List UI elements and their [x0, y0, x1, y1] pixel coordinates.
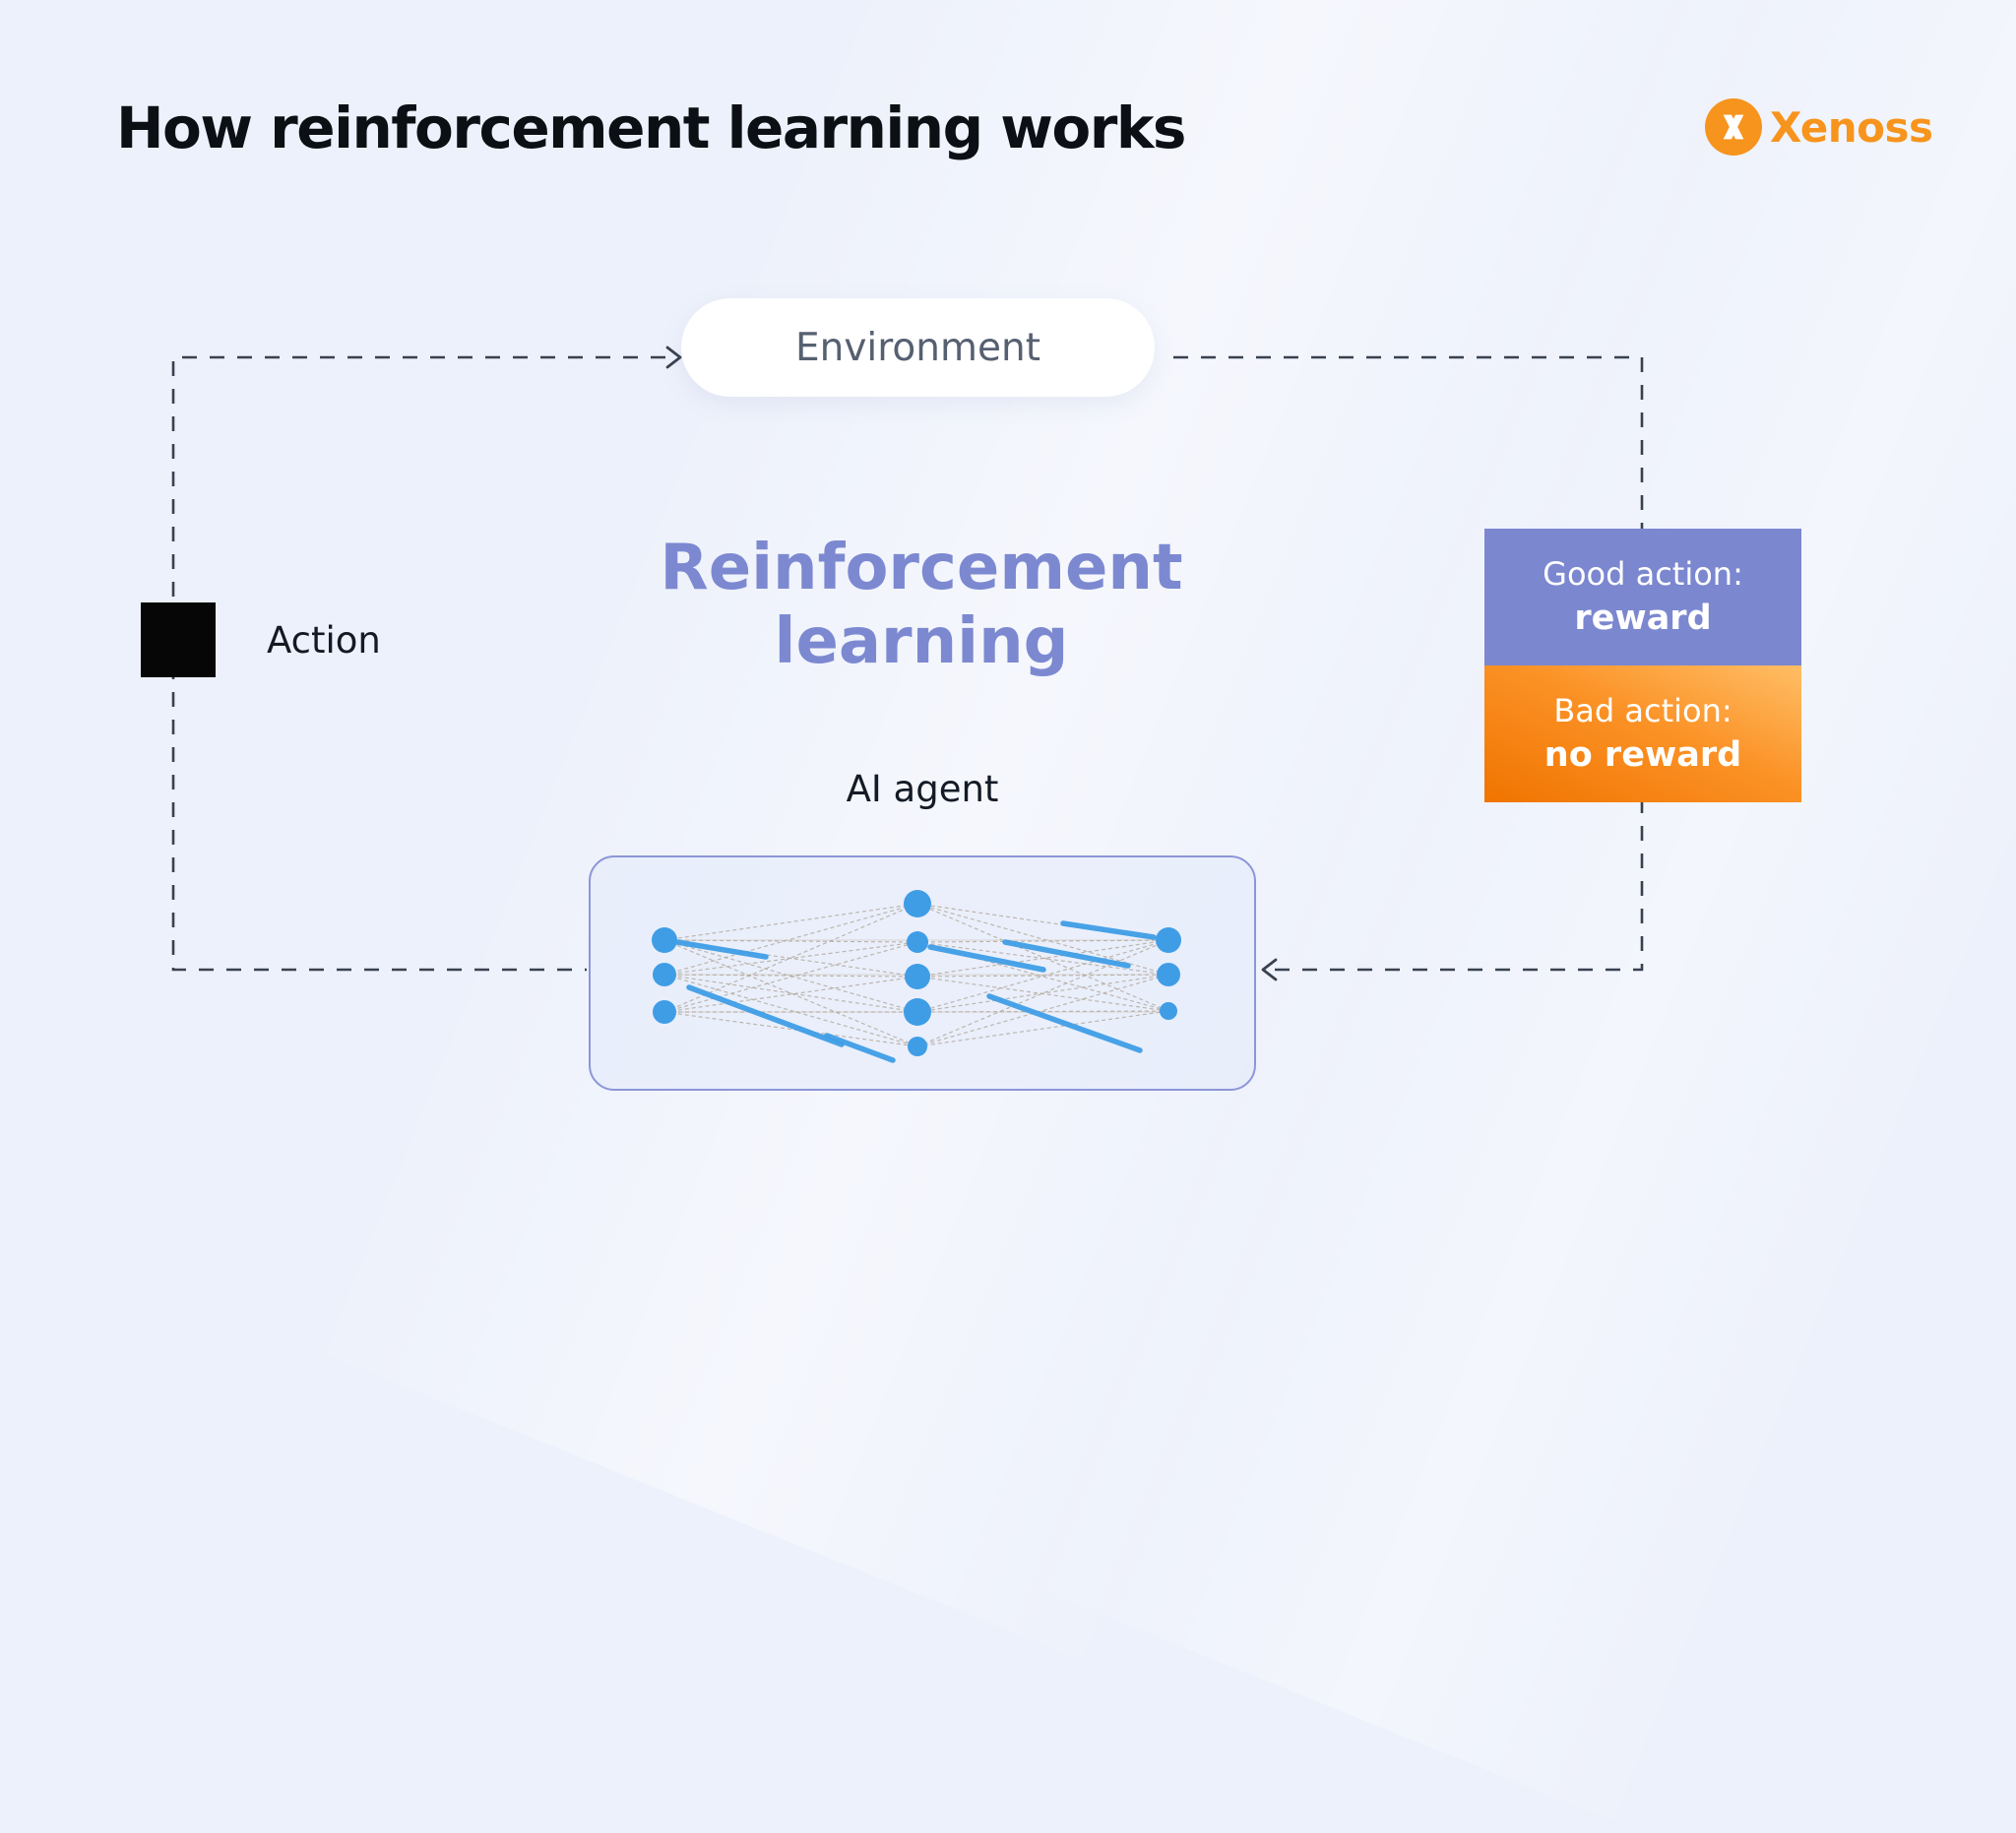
ai-agent-label: AI agent	[846, 768, 999, 810]
action-square	[141, 602, 216, 677]
nn-node	[907, 931, 928, 953]
nn-node	[653, 1000, 676, 1024]
bad-action-result: no reward	[1544, 734, 1742, 775]
environment-pill: Environment	[681, 298, 1155, 397]
xenoss-logo-mark-icon	[1705, 98, 1762, 156]
neural-network-box	[589, 855, 1256, 1091]
good-action-title: Good action:	[1543, 555, 1743, 594]
center-title-line1: Reinforcement	[660, 532, 1183, 604]
arrow-left-icon	[1261, 958, 1278, 981]
nn-node	[1160, 1002, 1177, 1020]
nn-node	[653, 963, 676, 986]
action-label: Action	[267, 618, 381, 662]
bad-action-box: Bad action: no reward	[1484, 665, 1801, 802]
nn-node	[908, 1037, 927, 1056]
nn-node	[1157, 963, 1180, 986]
nn-node	[652, 927, 677, 953]
nn-node	[905, 964, 930, 989]
neural-network-diagram	[652, 890, 1181, 1063]
arrow-right-icon	[665, 346, 682, 369]
page-title: How reinforcement learning works	[116, 95, 1186, 161]
center-title: Reinforcement learning	[591, 532, 1252, 679]
good-action-result: reward	[1574, 598, 1712, 638]
brand-name: Xenoss	[1770, 102, 1933, 152]
environment-label: Environment	[794, 325, 1041, 370]
bad-action-title: Bad action:	[1553, 692, 1732, 730]
nn-node	[1156, 927, 1181, 953]
nn-node	[904, 890, 931, 917]
good-action-box: Good action: reward	[1484, 529, 1801, 665]
center-title-line2: learning	[774, 604, 1069, 678]
nn-node	[904, 998, 931, 1026]
xenoss-logo: Xenoss	[1705, 98, 1933, 156]
